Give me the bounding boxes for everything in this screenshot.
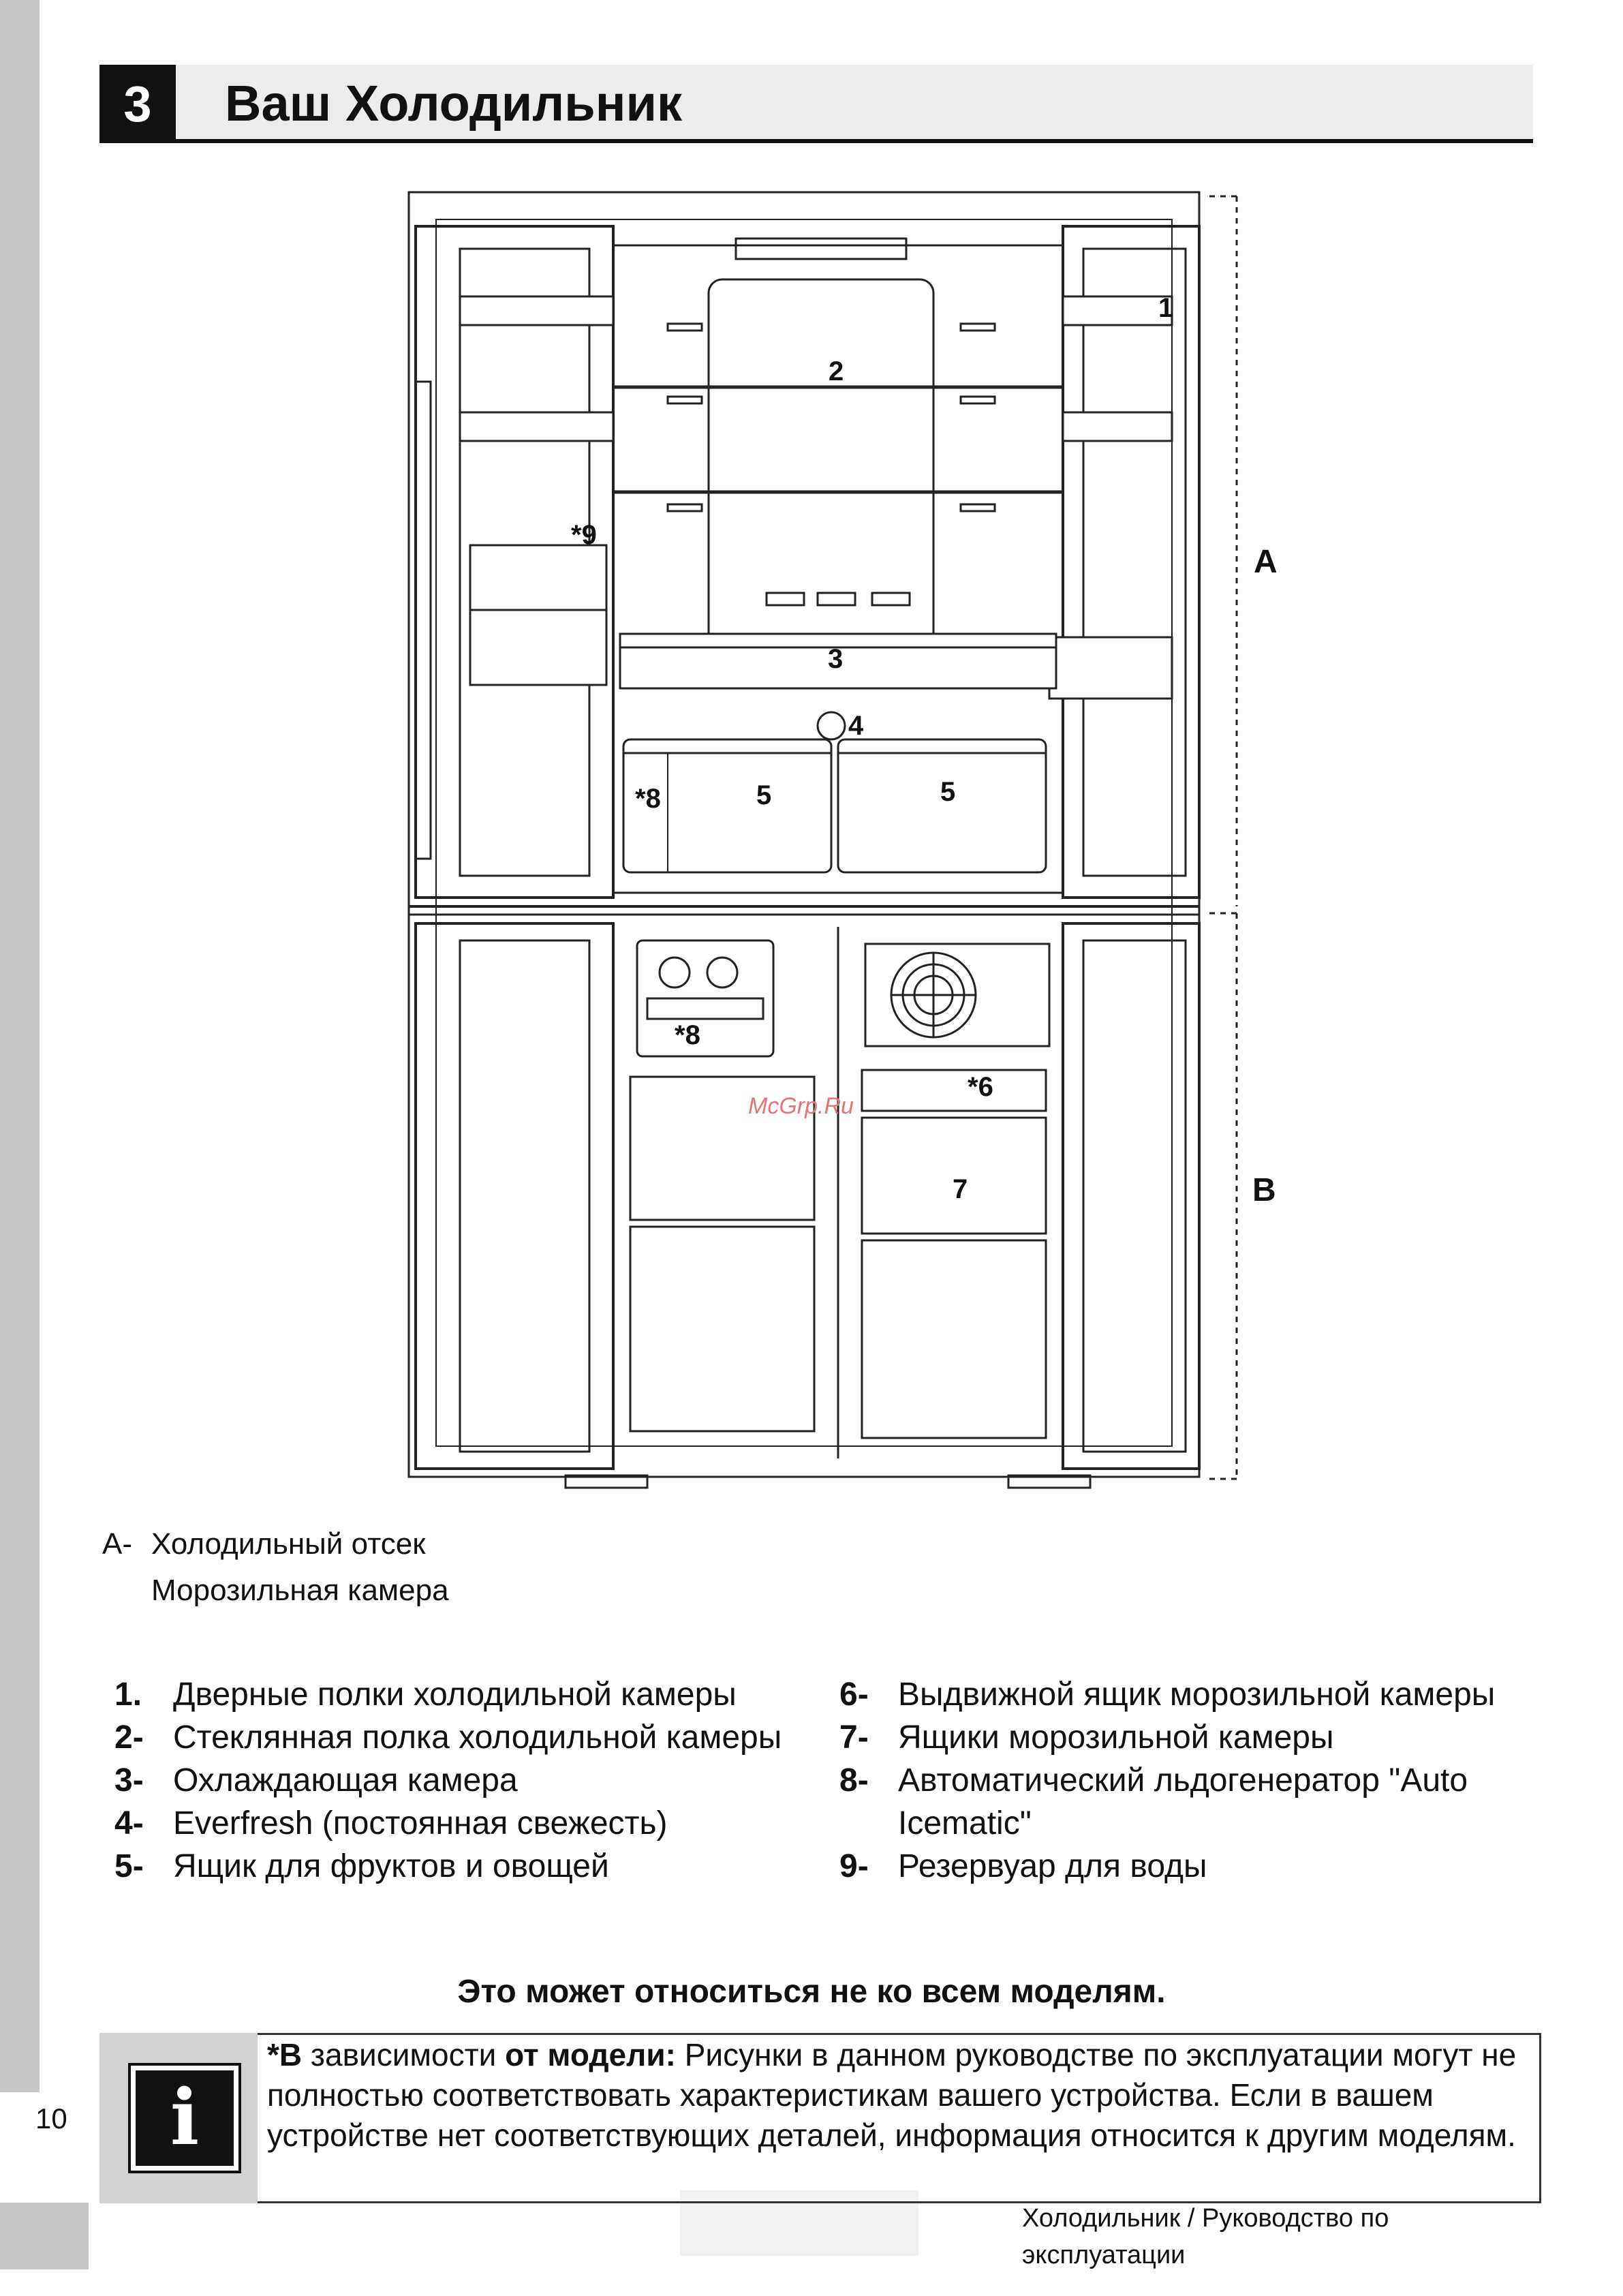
item-text: Everfresh (постоянная свежесть) (173, 1805, 668, 1841)
right-freezer-door (1062, 922, 1201, 1470)
list-item: 7- Ящики морозильной камеры (839, 1716, 1562, 1759)
callout-3: 3 (828, 644, 843, 674)
list-item: 2- Стеклянная полка холодильной камеры (114, 1716, 796, 1759)
item-number: 6- (839, 1677, 869, 1713)
item-number: 3- (114, 1762, 144, 1798)
page-number: 10 (35, 2102, 67, 2134)
list-item: 9- Резервуар для воды (839, 1845, 1562, 1888)
everfresh-knob (816, 711, 846, 741)
legend-row: Морозильная камера (102, 1567, 449, 1614)
callout-8b: *8 (675, 1020, 700, 1050)
item-number: 7- (839, 1719, 869, 1756)
freezer-drawer-7 (861, 1116, 1047, 1235)
list-item: 5- Ящик для фруктов и овощей (114, 1845, 796, 1888)
item-text: Ящики морозильной камеры (898, 1719, 1334, 1756)
legend-key: A- (102, 1527, 132, 1561)
item-text: Дверные полки холодильной камеры (173, 1677, 737, 1713)
chiller-compartment (619, 632, 1057, 690)
item-number: 9- (839, 1848, 869, 1884)
info-bold-lead: от модели: (505, 2037, 676, 2072)
legend-text: Морозильная камера (151, 1574, 449, 1607)
crisper-left (622, 738, 833, 874)
info-bold-lead: *В (267, 2037, 303, 2072)
legend-key (102, 1567, 151, 1614)
list-item: 1. Дверные полки холодильной камеры (114, 1673, 796, 1716)
left-freezer-door (414, 922, 615, 1470)
legend-row: A- Холодильный отсек (102, 1521, 449, 1567)
parts-list-right: 6- Выдвижной ящик морозильной камеры 7- Ящ… (839, 1673, 1562, 1888)
callout-6: *6 (968, 1072, 993, 1102)
info-body: Рисунки в данном руководстве по эксплуат… (267, 2037, 1517, 2153)
info-icon: i (128, 2063, 241, 2173)
list-item: 8- Автоматический льдогенератор "Auto Ice… (839, 1759, 1562, 1845)
side-tab (0, 0, 40, 2092)
callout-1: 1 (1158, 293, 1173, 323)
item-number: 5- (114, 1848, 144, 1884)
list-item: 3- Охлаждающая камера (114, 1759, 796, 1802)
item-number: 4- (114, 1805, 144, 1841)
parts-list-left: 1. Дверные полки холодильной камеры 2- Сте… (114, 1673, 796, 1888)
info-text: *В зависимости от модели: Рисунки в данн… (267, 2035, 1528, 2156)
list-item: 6- Выдвижной ящик морозильной камеры (839, 1673, 1562, 1716)
crisper-right (837, 738, 1047, 874)
item-number: 2- (114, 1719, 144, 1756)
callout-5b: 5 (940, 777, 955, 807)
callout-5a: 5 (756, 780, 771, 810)
item-text: Стеклянная полка холодильной камеры (173, 1719, 782, 1756)
callout-9: *9 (571, 520, 597, 550)
header-rule (99, 139, 1533, 143)
fridge-interior (612, 244, 1064, 894)
callout-8a: *8 (635, 784, 661, 814)
section-number: 3 (99, 65, 176, 142)
section-label-a: A (1254, 544, 1278, 580)
item-number: 1. (114, 1677, 142, 1713)
item-text: Ящик для фруктов и овощей (173, 1848, 609, 1884)
callout-2: 2 (829, 356, 844, 386)
callout-7: 7 (953, 1174, 968, 1204)
item-text: Автоматический льдогенератор "Auto Icema… (898, 1762, 1468, 1841)
item-text: Резервуар для воды (898, 1848, 1207, 1884)
footer-title: Холодильник / Руководство по эксплуатаци… (1022, 2204, 1389, 2269)
section-legend: A- Холодильный отсек Морозильная камера (102, 1521, 449, 1614)
info-plain: зависимости (302, 2037, 506, 2072)
freezer-drawer-6 (861, 1069, 1047, 1112)
section-label-b: B (1252, 1172, 1276, 1208)
fridge-diagram: 1 2 3 4 5 5 *8 *9 *8 *6 7 A B (407, 191, 1278, 1489)
section-header (99, 65, 1533, 142)
note-title: Это может относиться не ко всем моделям. (457, 1974, 1166, 2010)
page-title: Ваш Холодильник (225, 75, 683, 132)
water-reservoir (469, 544, 608, 611)
item-text: Охлаждающая камера (173, 1762, 518, 1798)
callout-4: 4 (848, 711, 864, 741)
watermark: McGrp.Ru (748, 1093, 854, 1119)
item-text: Выдвижной ящик морозильной камеры (898, 1677, 1496, 1713)
list-item: 4- Everfresh (постоянная свежесть) (114, 1802, 796, 1845)
legend-text: Холодильный отсек (151, 1527, 426, 1561)
footer-tab (0, 2203, 89, 2269)
item-number: 8- (839, 1762, 869, 1798)
